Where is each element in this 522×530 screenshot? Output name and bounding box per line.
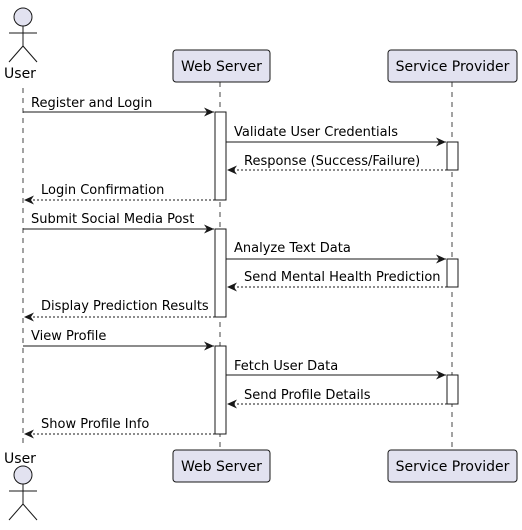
message-label: Fetch User Data	[234, 359, 338, 374]
message-label: Register and Login	[31, 96, 152, 111]
activation-service-provider	[446, 258, 459, 288]
message-label: Send Mental Health Prediction	[244, 270, 441, 285]
participant-service-provider-label: Service Provider	[396, 59, 510, 75]
message-label: Send Profile Details	[244, 388, 371, 403]
message-label: View Profile	[31, 329, 106, 344]
participant-web-server-label: Web Server	[181, 459, 262, 475]
activation-service-provider	[446, 141, 459, 171]
actor-user-icon	[8, 7, 38, 63]
participant-web-server-box	[172, 49, 271, 83]
message-label: Display Prediction Results	[41, 299, 209, 314]
actor-user-label: User	[4, 66, 36, 82]
activation-service-provider	[446, 374, 459, 405]
actor-user-icon	[8, 465, 38, 521]
message-label: Login Confirmation	[41, 183, 164, 198]
participant-service-provider-box	[387, 449, 518, 483]
message-label: Submit Social Media Post	[31, 212, 194, 227]
participant-web-server-label: Web Server	[181, 59, 262, 75]
activation-web-server	[214, 111, 227, 201]
participant-web-server-box	[172, 449, 271, 483]
participant-service-provider-label: Service Provider	[396, 459, 510, 475]
message-label: Analyze Text Data	[234, 241, 351, 256]
participant-service-provider-box	[387, 49, 518, 83]
actor-user-label: User	[4, 451, 36, 467]
activation-web-server	[214, 228, 227, 318]
message-label: Show Profile Info	[41, 417, 149, 432]
message-label: Response (Success/Failure)	[244, 154, 420, 169]
message-label: Validate User Credentials	[234, 125, 398, 140]
activation-web-server	[214, 345, 227, 435]
